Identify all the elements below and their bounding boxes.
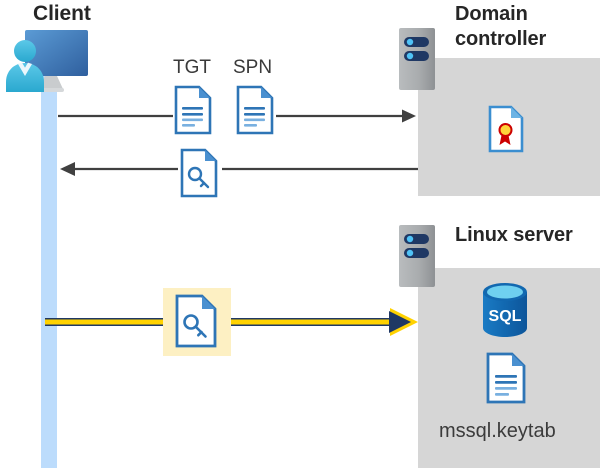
arrow-dc-to-client — [60, 162, 418, 176]
arrow-client-to-linux — [45, 308, 418, 336]
keytab-filename-label: mssql.keytab — [439, 420, 556, 442]
domain-controller-title-line2: controller — [455, 28, 547, 50]
key-document-icon-highlighted — [175, 294, 217, 348]
domain-controller-title: Domain controller — [455, 2, 595, 52]
sql-database-label: SQL — [489, 308, 522, 325]
domain-controller-title-line1: Domain — [455, 3, 528, 25]
domain-controller-rack-icon — [399, 28, 435, 90]
desktop-user-icon — [4, 27, 90, 99]
certificate-document-icon — [488, 105, 524, 153]
arrow-client-to-dc — [58, 109, 416, 123]
key-document-icon — [180, 148, 218, 198]
tgt-label: TGT — [173, 57, 211, 78]
sql-database-icon: SQL — [480, 281, 530, 339]
linux-server-rack-icon — [399, 225, 435, 287]
linux-server-title: Linux server — [455, 224, 573, 246]
spn-label: SPN — [233, 57, 273, 78]
spn-document-icon — [236, 85, 274, 135]
client-title: Client — [33, 2, 91, 25]
client-lifeline — [41, 64, 57, 468]
keytab-document-icon — [486, 352, 526, 404]
tgt-document-icon — [174, 85, 212, 135]
